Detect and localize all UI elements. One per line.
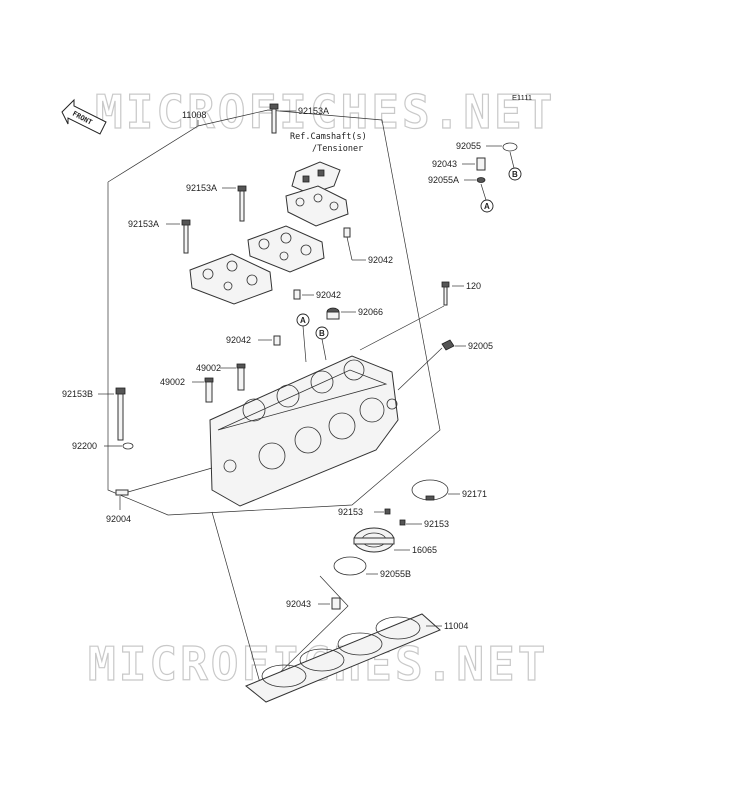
part-label-92066[interactable]: 92066 bbox=[358, 307, 383, 317]
gasket-frame bbox=[211, 511, 349, 691]
part-label-49002-b[interactable]: 49002 bbox=[160, 377, 185, 387]
oring-92055b[interactable] bbox=[333, 556, 367, 576]
cylinder-head[interactable] bbox=[209, 355, 399, 507]
part-label-92171[interactable]: 92171 bbox=[462, 489, 487, 499]
holder-16065[interactable] bbox=[353, 527, 395, 553]
part-label-92004[interactable]: 92004 bbox=[106, 514, 131, 524]
stud-92004[interactable] bbox=[115, 489, 129, 496]
camshaft-cap-middle[interactable] bbox=[247, 225, 325, 273]
part-label-16065[interactable]: 16065 bbox=[412, 545, 437, 555]
part-label-92043-bottom[interactable]: 92043 bbox=[286, 599, 311, 609]
ref-note-line1: Ref.Camshaft(s) bbox=[290, 132, 367, 142]
front-arrow-icon: FRONT bbox=[61, 98, 107, 135]
diagram-code: E1111 bbox=[512, 93, 532, 102]
fitting-92005[interactable] bbox=[441, 339, 455, 351]
part-label-92005[interactable]: 92005 bbox=[468, 341, 493, 351]
leader-120-to-head bbox=[359, 305, 445, 351]
oring-92055[interactable] bbox=[502, 142, 518, 152]
ref-marker-b-top bbox=[508, 167, 522, 181]
part-label-92153-a[interactable]: 92153 bbox=[338, 507, 363, 517]
leader-ref-b-top bbox=[509, 151, 515, 169]
part-label-120[interactable]: 120 bbox=[466, 281, 481, 291]
stud-49002-b[interactable] bbox=[204, 377, 214, 403]
dowel-92043-bottom[interactable] bbox=[331, 597, 341, 610]
ref-a-top-text: A bbox=[484, 202, 490, 211]
part-label-92055[interactable]: 92055 bbox=[456, 141, 481, 151]
dowel-92042-c[interactable] bbox=[273, 335, 281, 346]
bolt-92153a-mid[interactable] bbox=[237, 185, 247, 222]
leader-92005-to-head bbox=[397, 347, 443, 391]
ref-b-mid-text: B bbox=[319, 329, 325, 338]
screw-92153-a[interactable] bbox=[384, 508, 391, 515]
dowel-92043-top[interactable] bbox=[476, 157, 486, 171]
watermark-top: MICROFICHES.NET bbox=[95, 85, 555, 139]
stud-49002-a[interactable] bbox=[236, 363, 246, 391]
part-label-92042-a[interactable]: 92042 bbox=[368, 255, 393, 265]
part-label-92153b[interactable]: 92153B bbox=[62, 389, 93, 399]
dowel-92042-a[interactable] bbox=[343, 227, 351, 238]
part-label-11004[interactable]: 11004 bbox=[444, 621, 468, 631]
assembly-frame bbox=[107, 109, 441, 516]
ref-b-top-text: B bbox=[512, 170, 518, 179]
part-label-92055a[interactable]: 92055A bbox=[428, 175, 459, 185]
screw-92153-b[interactable] bbox=[399, 519, 406, 526]
tensioner-part[interactable] bbox=[291, 161, 341, 195]
oring-92055a[interactable] bbox=[476, 177, 486, 183]
dowel-92042-b[interactable] bbox=[293, 289, 301, 300]
bolt-92153b[interactable] bbox=[115, 387, 126, 441]
leader-92042-a2 bbox=[346, 236, 353, 261]
bolt-92153a-left[interactable] bbox=[181, 219, 191, 254]
head-gasket-11004[interactable] bbox=[245, 613, 441, 703]
camshaft-cap-lower[interactable] bbox=[189, 253, 273, 305]
plug-92066[interactable] bbox=[326, 307, 340, 320]
leader-ref-b-mid bbox=[321, 338, 327, 361]
part-label-92043-top[interactable]: 92043 bbox=[432, 159, 457, 169]
part-label-49002-a[interactable]: 49002 bbox=[196, 363, 221, 373]
washer-92200[interactable] bbox=[122, 442, 134, 450]
part-label-92042-b[interactable]: 92042 bbox=[316, 290, 341, 300]
part-label-92200[interactable]: 92200 bbox=[72, 441, 97, 451]
part-label-92055b[interactable]: 92055B bbox=[380, 569, 411, 579]
part-label-92153a-top[interactable]: 92153A bbox=[298, 106, 329, 116]
clamp-92171-screw[interactable] bbox=[425, 495, 435, 501]
ref-a-mid-text: A bbox=[300, 316, 306, 325]
part-label-92153a-left[interactable]: 92153A bbox=[128, 219, 159, 229]
ref-marker-a-top bbox=[480, 199, 494, 213]
part-label-92042-c[interactable]: 92042 bbox=[226, 335, 251, 345]
camshaft-cap-upper[interactable] bbox=[285, 185, 349, 227]
leader-92004-to-head bbox=[127, 467, 213, 493]
ref-note-line2: /Tensioner bbox=[312, 144, 363, 154]
leader-ref-a-top bbox=[480, 183, 487, 201]
leader-ref-a-mid bbox=[302, 325, 307, 363]
bolt-92153a-top[interactable] bbox=[269, 103, 279, 134]
bolt-120[interactable] bbox=[441, 281, 450, 306]
part-label-11008[interactable]: 11008 bbox=[182, 110, 206, 120]
part-label-92153a-mid[interactable]: 92153A bbox=[186, 183, 217, 193]
part-label-92153-b[interactable]: 92153 bbox=[424, 519, 449, 529]
